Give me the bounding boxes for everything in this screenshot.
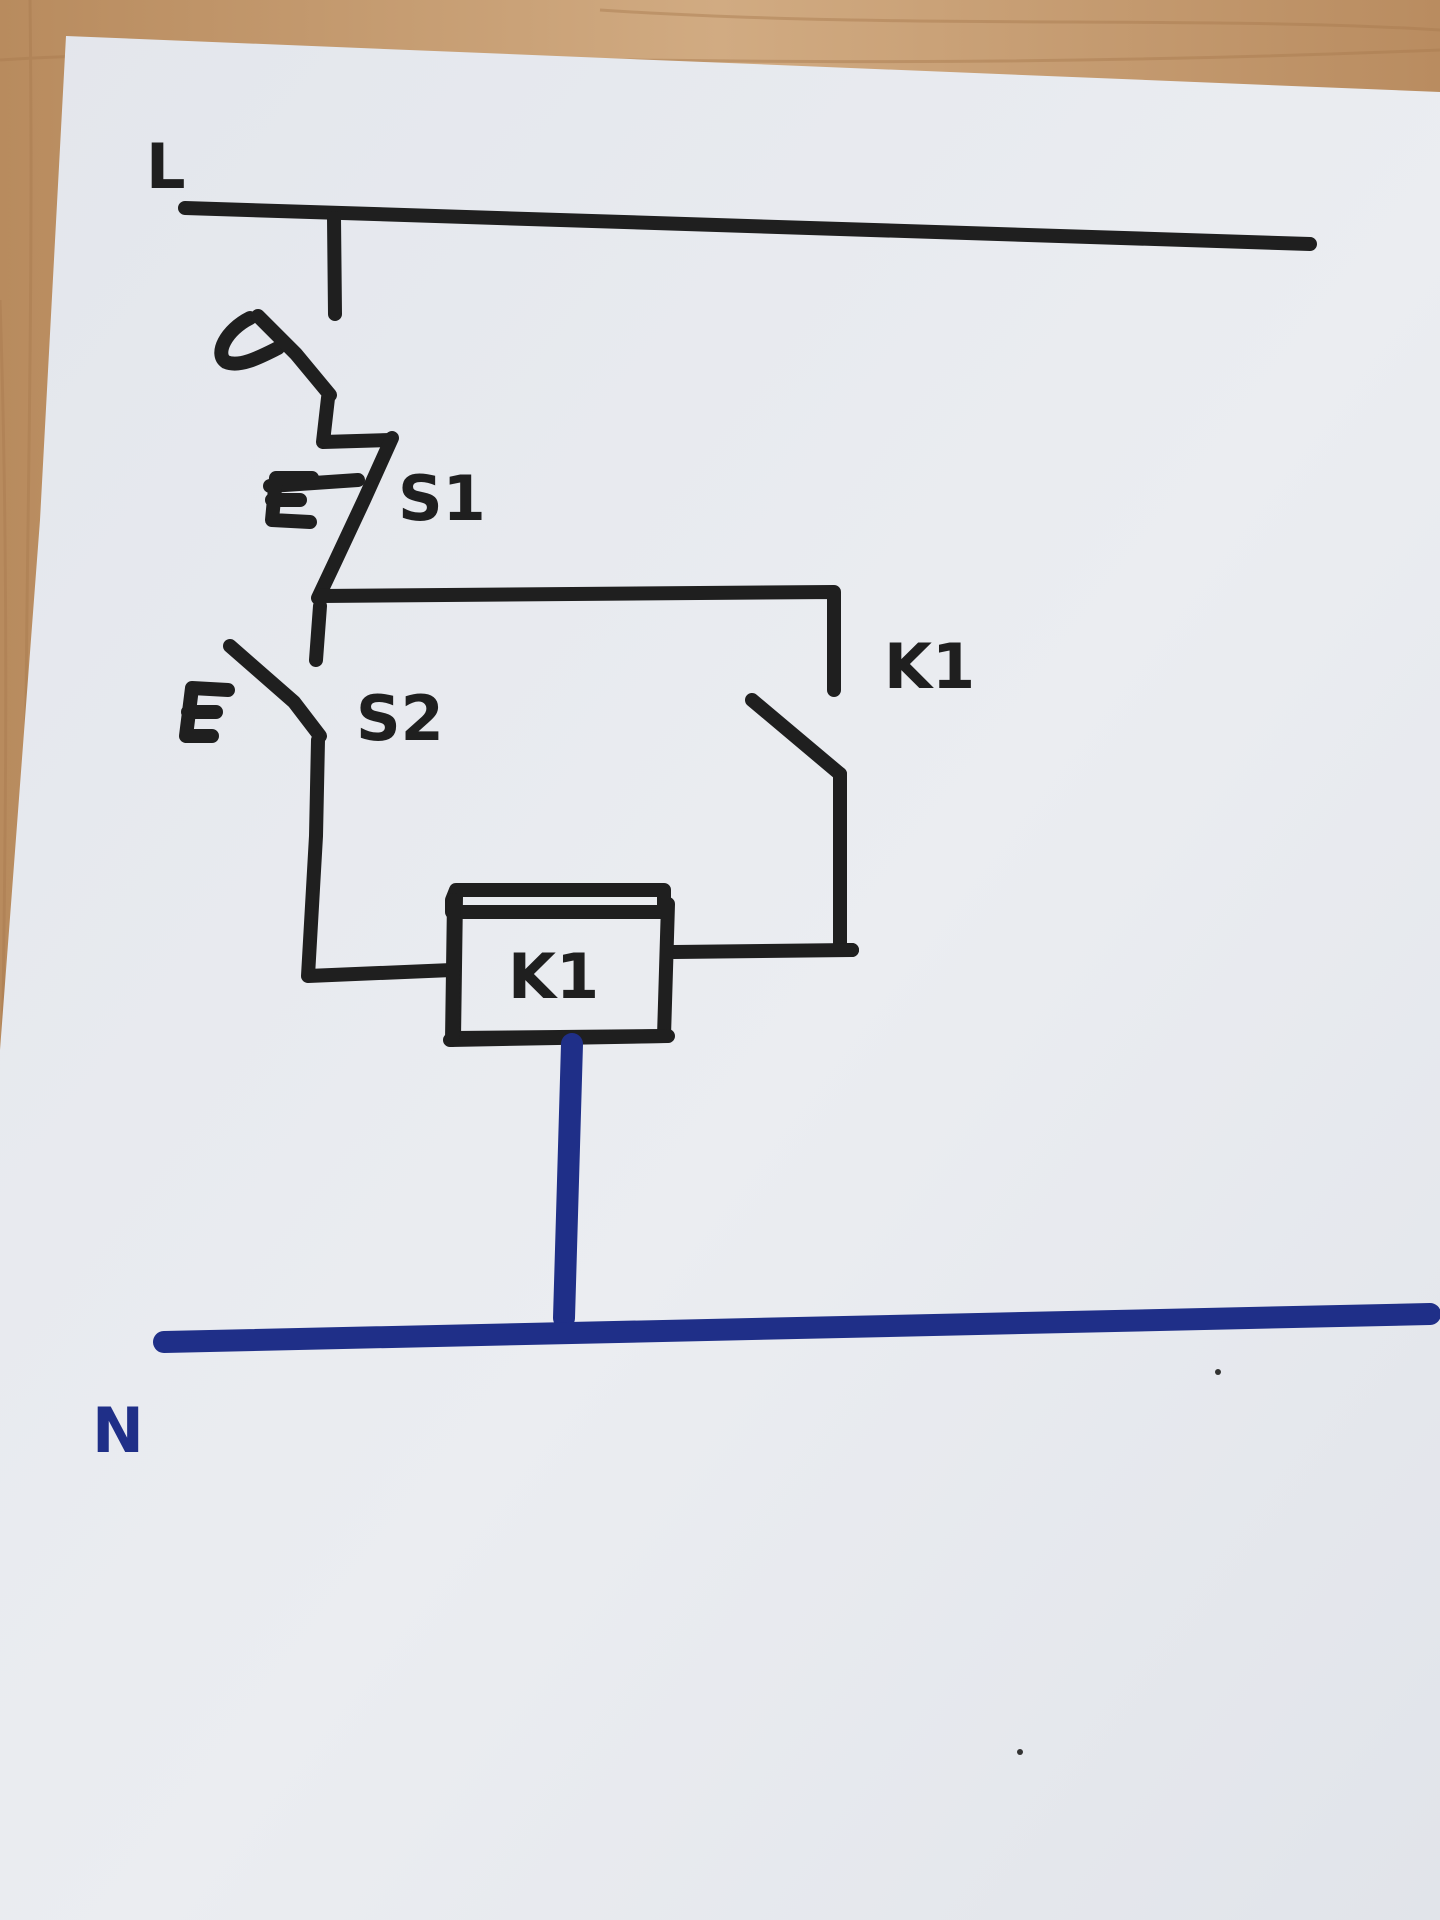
black-wiring (178, 201, 1317, 1047)
s2-actuator-e-marker (179, 681, 235, 743)
line-rail (178, 201, 1317, 251)
paper-speck (1017, 1749, 1023, 1755)
k1-coil-box-bottom (443, 1029, 675, 1047)
switch-s1-label: S1 (398, 462, 486, 535)
k1-contact-blade (745, 693, 847, 781)
k1-coil-box-left (445, 893, 461, 1047)
line-rail-label: L (146, 130, 186, 203)
paper-speck (1215, 1369, 1221, 1375)
paper-sheet (0, 36, 1440, 1920)
rail-drop-wire (327, 211, 342, 321)
s1-actuator-hook (214, 311, 285, 371)
neutral-rail-label: N (92, 1394, 144, 1467)
neutral-rail (153, 1303, 1440, 1353)
top-branch-wire (313, 585, 841, 697)
coil-neutral-drop (553, 1033, 583, 1329)
coil-k1-label: K1 (508, 940, 599, 1013)
blue-wiring (153, 1033, 1440, 1353)
contact-k1-label: K1 (884, 630, 975, 703)
s2-top-wire (309, 599, 327, 667)
s1-contact-blade (311, 431, 399, 605)
s2-actuator-blade (223, 639, 327, 743)
s1-actuator-e-marker (265, 471, 319, 529)
s2-down-wire (301, 733, 459, 983)
switch-s2-label: S2 (356, 682, 444, 755)
s1-contact-upper (316, 391, 397, 449)
coil-right-wire (667, 943, 859, 959)
s1-actuator-link (251, 309, 337, 402)
